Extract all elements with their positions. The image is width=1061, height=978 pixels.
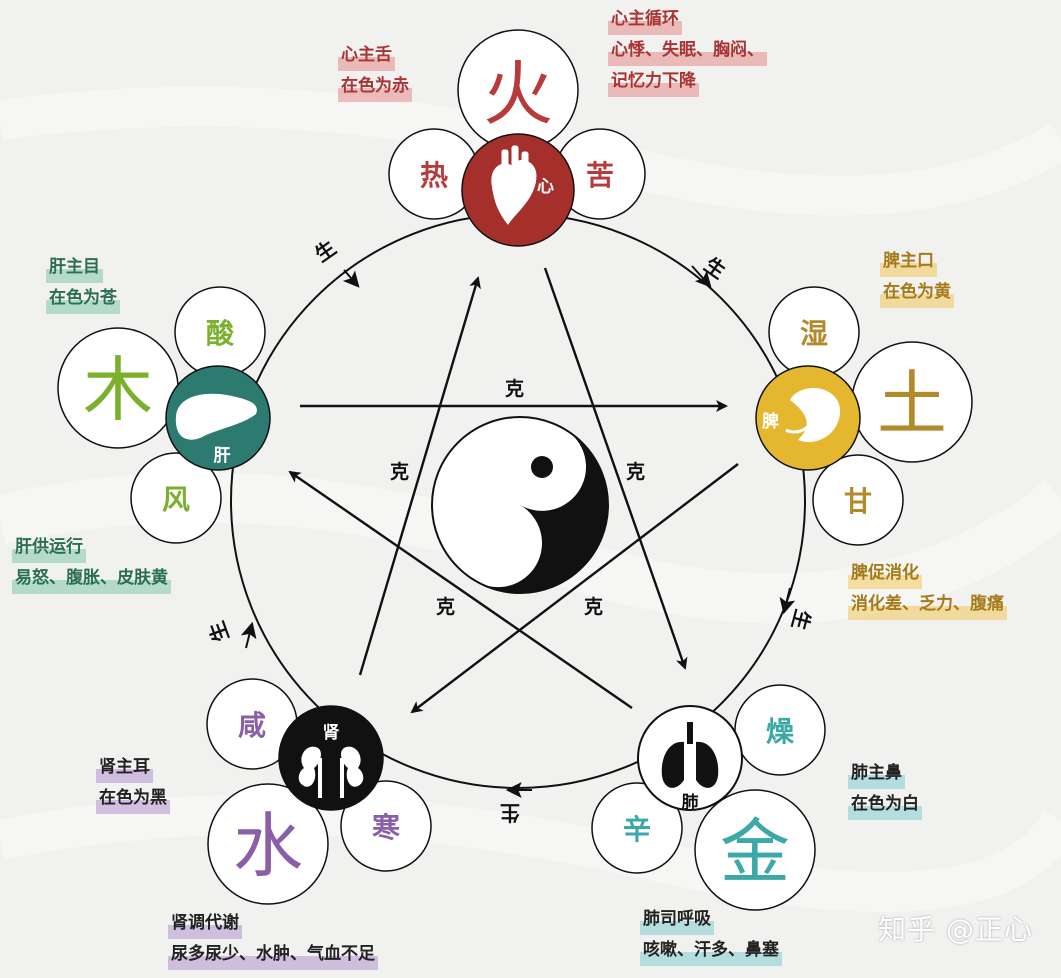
ke-label-liver-spleen: 克 (505, 377, 524, 400)
kidney-label: 肾 (323, 723, 340, 743)
spleen-label: 脾 (762, 411, 779, 432)
ke-label-heart-lung: 克 (626, 460, 645, 483)
kidney-note-top: 肾主耳 在色为黑 (96, 752, 170, 814)
kidney-cluster: 肾 水 咸 寒 (206, 678, 432, 905)
spleen-top-petal: 湿 (800, 317, 828, 350)
spleen-bottom-petal: 甘 (844, 485, 872, 518)
spleen-icon (785, 388, 841, 443)
liver-bottom-petal: 风 (162, 483, 190, 516)
liver-cluster: 肝 木 酸 风 (57, 286, 271, 544)
kidneys-icon (298, 746, 364, 798)
liver-label: 肝 (214, 446, 231, 466)
lung-note-side: 肺司呼吸 咳嗽、汗多、鼻塞 (640, 904, 782, 966)
heart-left-petal: 热 (420, 159, 448, 192)
lung-top-petal: 燥 (766, 715, 795, 748)
sheng-label-liver-heart: 生 (310, 236, 340, 267)
sheng-label-lung-kidney: 生 (500, 801, 520, 825)
sheng-arrows (240, 265, 796, 798)
kidney-right-petal: 寒 (372, 811, 400, 844)
lung-organ-disc (637, 705, 743, 811)
lung-cluster: 肺 金 燥 辛 (591, 684, 826, 911)
heart-note-top: 心主舌 在色为赤 (338, 40, 412, 102)
spleen-note-top: 脾主口 在色为黄 (880, 246, 954, 308)
spleen-element-glyph: 土 (877, 363, 947, 445)
heart-right-petal: 苦 (586, 159, 614, 192)
ke-label-lung-liver: 克 (436, 595, 455, 618)
liver-note-top: 肝主目 在色为苍 (46, 252, 120, 314)
ke-label-spleen-kidney: 克 (584, 595, 603, 618)
lung-left-petal: 辛 (623, 813, 651, 846)
spleen-note-side: 脾促消化 消化差、乏力、腹痛 (848, 558, 1007, 620)
lung-element-glyph: 金 (720, 811, 790, 893)
heart-label: 心 (537, 177, 554, 197)
spleen-cluster: 脾 土 湿 甘 (755, 286, 973, 546)
heart-note-side: 心主循环 心悸、失眠、胸闷、 记忆力下降 (608, 4, 767, 97)
liver-element-glyph: 木 (83, 349, 153, 431)
ke-label-kidney-heart: 克 (390, 460, 409, 483)
liver-note-side: 肝供运行 易怒、腹胀、皮肤黄 (12, 532, 171, 594)
sheng-label-kidney-liver: 生 (204, 618, 233, 645)
watermark: 知乎 @正心 (878, 913, 1033, 946)
liver-top-petal: 酸 (206, 317, 235, 350)
lung-note-top: 肺主鼻 在色为白 (848, 758, 922, 820)
kidney-organ-disc (278, 705, 384, 811)
yin-yang-icon (431, 416, 609, 594)
kidney-top-petal: 咸 (238, 709, 266, 742)
heart-icon (491, 145, 537, 225)
liver-icon (175, 393, 257, 440)
kidney-element-glyph: 水 (233, 805, 303, 887)
lung-label: 肺 (682, 793, 699, 813)
heart-cluster: 心 火 热 苦 (388, 29, 646, 247)
heart-element-glyph: 火 (483, 53, 553, 135)
lungs-icon (661, 722, 719, 788)
ke-arrows (288, 267, 739, 714)
kidney-note-side: 肾调代谢 尿多尿少、水肿、气血不足 (168, 908, 378, 970)
